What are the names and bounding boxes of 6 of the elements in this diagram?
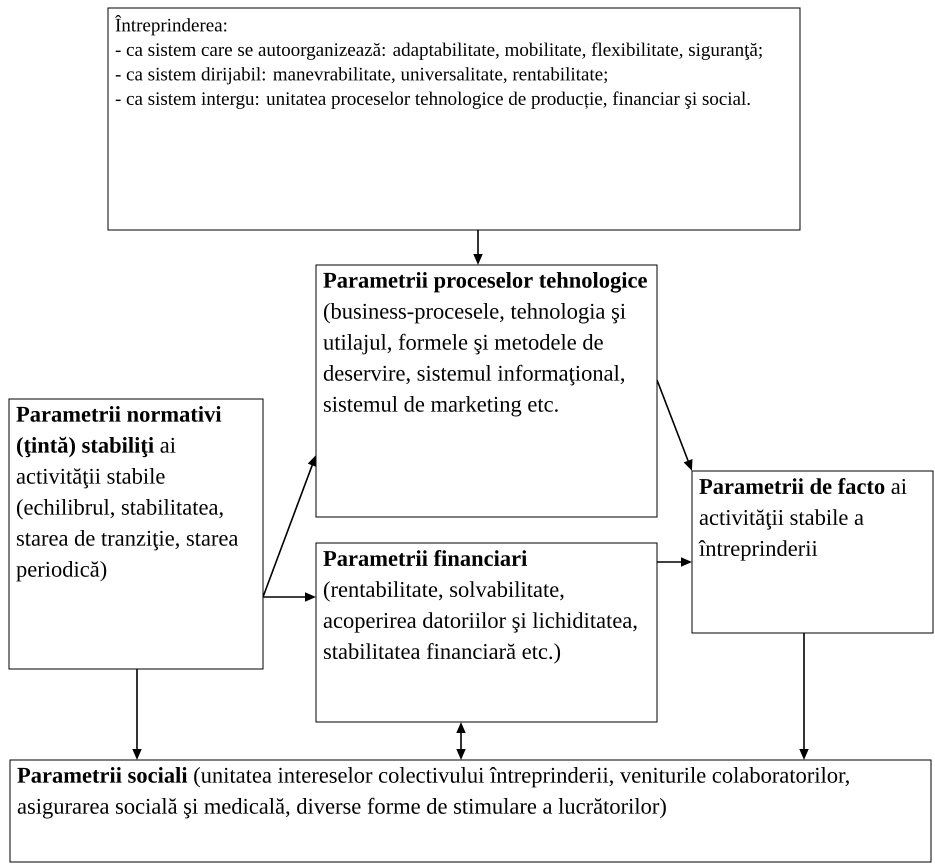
text-box: Parametrii normativi (ţintă) stabiliţi ai activităţii stabile (echilibrul, stabilitatea, starea de tranziţie, starea periodică) xyxy=(8,398,264,670)
text-box: Parametrii proceselor tehnologice (business-procesele, tehnologia şi utilajul, formele şi metodele de deservire, sistemul informaţional, sistemul de marketing etc. xyxy=(316,264,658,518)
text-box: Întreprinderea: - ca sistem care se autoorganizează: adaptabilitate, mobilitate, flexibilitate, siguranţă; - ca sistem dirijabil: manevrabilitate, universalitate, rentabilitate; - ca sistem intergu: unitatea proceselor tehnologice de producție, financiar şi social. xyxy=(108,8,800,230)
text-box: Parametrii de facto ai activităţii stabile a întreprinderii xyxy=(692,470,934,634)
text-box: Parametrii sociali (unitatea intereselor colectivului întreprinderii, veniturile colaboratorilor, asigurarea socială şi medicală, diverse forme de stimulare a lucrătorilor) xyxy=(10,760,932,862)
text-box: Parametrii financiari (rentabilitate, solvabilitate, acoperirea datoriilor şi lichiditatea, stabilitatea financiară etc.) xyxy=(316,542,658,722)
